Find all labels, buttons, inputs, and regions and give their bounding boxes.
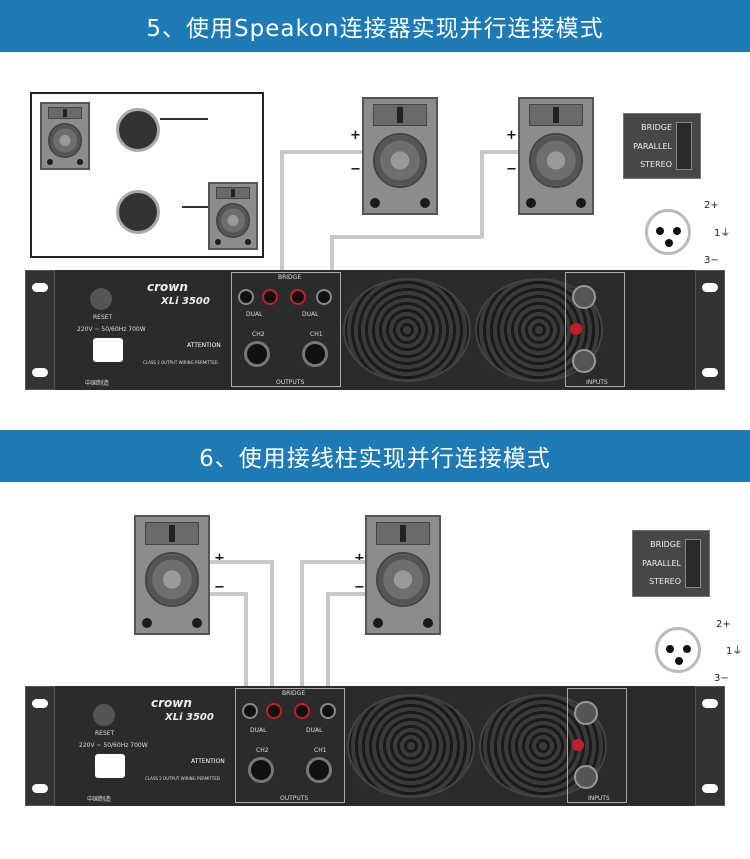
xlr-pinout-5 [645, 209, 691, 255]
reset-button[interactable] [93, 704, 115, 726]
speakon-wiring-inset [30, 92, 264, 258]
inset-speaker-1 [40, 102, 90, 170]
speakon-ch2[interactable] [244, 341, 270, 367]
minus-label: − [214, 580, 225, 595]
speaker-left-5 [362, 97, 438, 215]
binding-post-ch1[interactable] [294, 703, 310, 719]
pin3-label: 3− [704, 255, 719, 266]
amplifier-rear-panel-6: RESET 220V ~ 50/60Hz 700W 中国制造 crown XLi… [25, 686, 725, 806]
power-inlet [93, 338, 123, 362]
amplifier-rear-panel-5: RESET 220V ~ 50/60Hz 700W 中国制造 crown XLi… [25, 270, 725, 390]
brand-logo: crown [147, 280, 188, 294]
brand-logo: crown [151, 696, 192, 710]
section-5-header: 5、使用Speakon连接器实现并行连接模式 [0, 0, 750, 52]
inputs-panel: INPUTS [565, 272, 625, 387]
speakon-plug-diagram-2 [116, 190, 160, 234]
minus-label: − [354, 580, 365, 595]
inset-speaker-2 [208, 182, 258, 250]
minus-label: − [506, 162, 517, 177]
speakon-plug-diagram-1 [116, 108, 160, 152]
plus-label: + [354, 551, 365, 566]
speaker-cable [280, 150, 362, 154]
speaker-cable [330, 235, 482, 239]
binding-post-ch2[interactable] [266, 703, 282, 719]
inputs-panel: INPUTS [567, 688, 627, 803]
section-6-header: 6、使用接线柱实现并行连接模式 [0, 430, 750, 482]
xlr-pinout-6 [655, 627, 701, 673]
pin2-label: 2+ [704, 200, 719, 211]
power-inlet [95, 754, 125, 778]
speaker-cable [480, 150, 518, 154]
model-name: XLi 3500 [165, 712, 214, 723]
speaker-left-6 [134, 515, 210, 635]
speaker-cable [480, 150, 484, 238]
plus-label: + [214, 551, 225, 566]
pin3-label: 3− [714, 673, 729, 684]
minus-label: − [350, 162, 361, 177]
pin1-label: 1⏚ [714, 228, 731, 239]
speakon-ch1[interactable] [302, 341, 328, 367]
model-name: XLi 3500 [161, 296, 210, 307]
pin2-label: 2+ [716, 619, 731, 630]
speaker-cable [280, 150, 284, 340]
pin1-label: 1⏚ [726, 646, 743, 657]
plus-label: + [506, 128, 517, 143]
speaker-right-6 [365, 515, 441, 635]
plus-label: + [350, 128, 361, 143]
speaker-right-5 [518, 97, 594, 215]
reset-button[interactable] [90, 288, 112, 310]
